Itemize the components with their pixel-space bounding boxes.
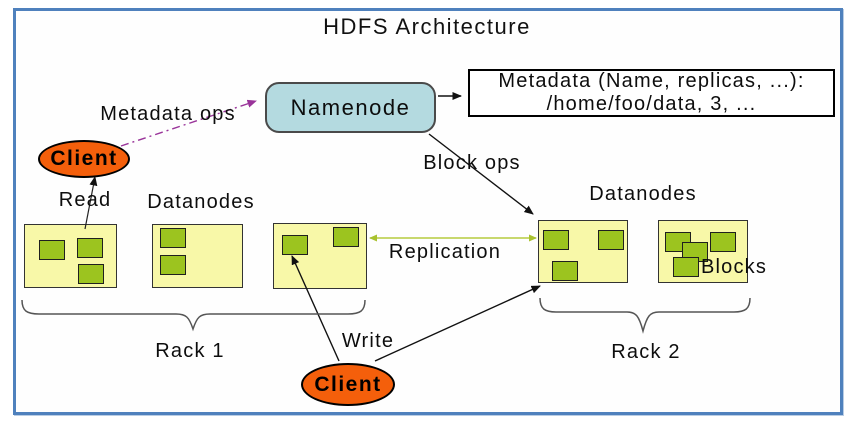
block-square — [77, 238, 103, 258]
block-square — [160, 255, 186, 275]
block-square — [543, 230, 569, 250]
metadata-ops-label: Metadata ops — [100, 103, 236, 125]
diagram-title: HDFS Architecture — [323, 14, 531, 39]
write-label: Write — [341, 330, 395, 352]
block-square — [282, 235, 308, 255]
block-ops-label: Block ops — [423, 152, 521, 174]
metadata-box: Metadata (Name, replicas, ...): /home/fo… — [468, 69, 835, 117]
block-square — [160, 228, 186, 248]
block-square — [333, 227, 359, 247]
client-ellipse-bottom: Client — [301, 363, 395, 406]
blocks-label: Blocks — [700, 256, 768, 278]
namenode-box: Namenode — [265, 82, 436, 133]
block-square — [78, 264, 104, 284]
block-square — [39, 240, 65, 260]
metadata-line-1: Metadata (Name, replicas, ...): — [498, 70, 805, 92]
datanodes-left-label: Datanodes — [147, 191, 255, 213]
replication-label: Replication — [388, 241, 502, 263]
client-ellipse-top: Client — [38, 140, 130, 178]
rack2-label: Rack 2 — [611, 341, 681, 363]
block-square — [552, 261, 578, 281]
read-label: Read — [58, 189, 112, 211]
datanodes-right-label: Datanodes — [589, 183, 697, 205]
metadata-line-2: /home/foo/data, 3, ... — [546, 93, 757, 115]
block-square — [598, 230, 624, 250]
block-square — [673, 257, 699, 277]
block-square — [710, 232, 736, 252]
rack1-label: Rack 1 — [155, 340, 225, 362]
